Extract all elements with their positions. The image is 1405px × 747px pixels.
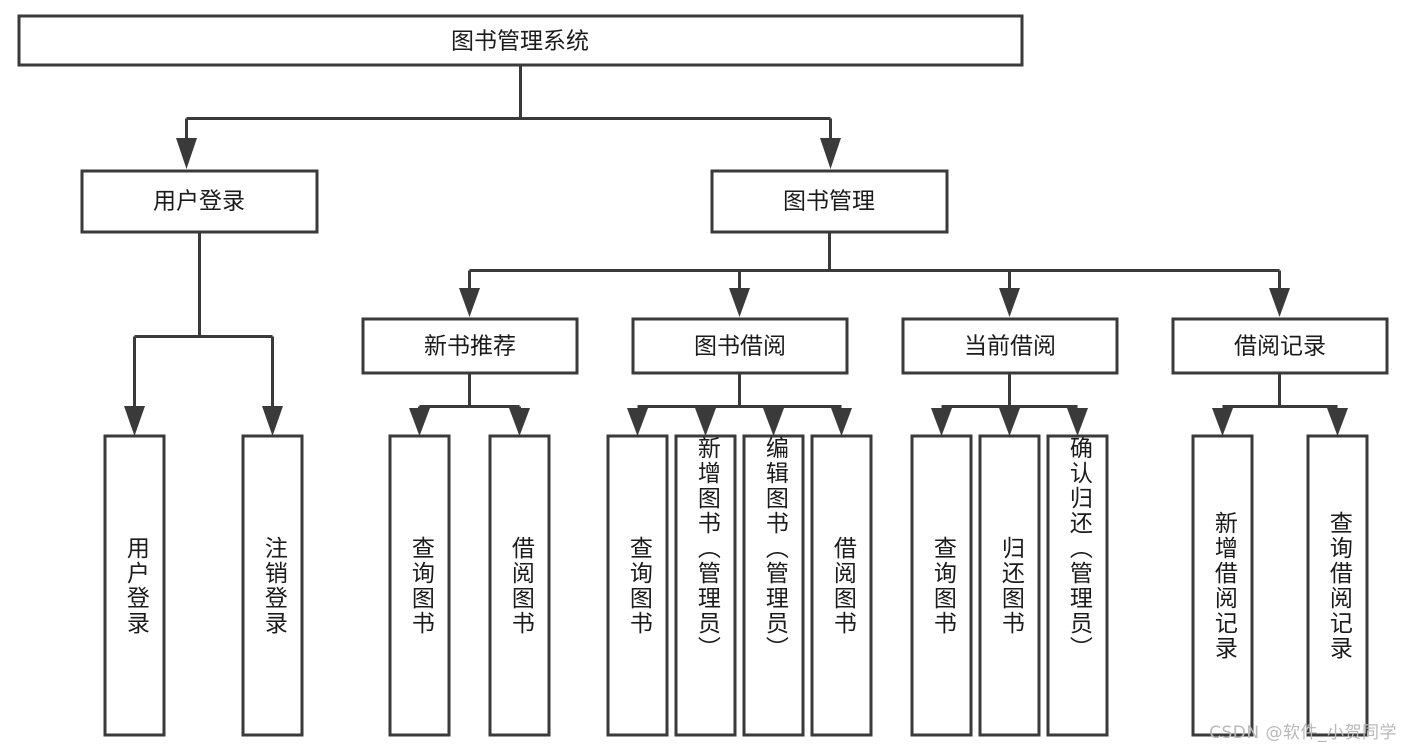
leaf-box-borrow-lend[interactable] xyxy=(810,434,873,737)
node-book-management[interactable]: 图书管理 xyxy=(710,169,949,234)
node-borrow-record-box[interactable] xyxy=(1171,317,1389,375)
arrow-head-leaf-borrow-query xyxy=(627,408,648,436)
arrow-head-leaf-borrow-edit xyxy=(763,408,784,436)
arrow-head-leaf-user-logout xyxy=(262,406,283,436)
arrow-head-leaf-current-query xyxy=(931,408,952,436)
leaf-box-borrow-edit[interactable] xyxy=(742,434,805,737)
connector-group-book-management-to-level3 xyxy=(459,232,1290,317)
node-user-login-label: 用户登录 xyxy=(153,189,245,215)
arrow-head-user-login xyxy=(176,138,197,169)
node-new-book-recommend-label: 新书推荐 xyxy=(424,334,516,360)
arrow-head-book-management xyxy=(820,138,841,169)
connector-group-user-login-to-leaves xyxy=(124,232,283,436)
connector-group-current-borrow-to-leaves xyxy=(931,373,1088,436)
leaf-box-recommend-borrow[interactable] xyxy=(488,434,551,737)
node-current-borrow[interactable]: 当前借阅 xyxy=(901,317,1119,375)
arrow-head-borrow-record xyxy=(1269,288,1290,317)
leaf-box-record-add[interactable] xyxy=(1191,434,1254,737)
leaf-box-current-query[interactable] xyxy=(910,434,973,737)
node-current-borrow-box[interactable] xyxy=(901,317,1119,375)
leaf-box-user-login[interactable] xyxy=(103,434,166,737)
node-book-management-label: 图书管理 xyxy=(783,189,875,215)
connector-group-new-book-to-leaves xyxy=(409,373,530,436)
leaf-box-recommend-query[interactable] xyxy=(388,434,451,737)
node-user-login[interactable]: 用户登录 xyxy=(80,169,319,234)
node-book-borrow-label: 图书借阅 xyxy=(694,334,786,360)
arrow-head-book-borrow xyxy=(729,288,750,317)
node-borrow-record-label: 借阅记录 xyxy=(1234,334,1326,360)
node-new-book-recommend-box[interactable] xyxy=(361,317,579,375)
node-book-management-box[interactable] xyxy=(710,169,949,234)
node-new-book-recommend[interactable]: 新书推荐 xyxy=(361,317,579,375)
leaf-box-borrow-query[interactable] xyxy=(606,434,669,737)
arrow-head-leaf-current-confirm xyxy=(1067,408,1088,436)
node-root-label: 图书管理系统 xyxy=(451,29,589,55)
leaf-box-current-return[interactable] xyxy=(978,434,1041,737)
node-book-borrow-box[interactable] xyxy=(631,317,849,375)
node-current-borrow-label: 当前借阅 xyxy=(964,334,1056,360)
arrow-head-leaf-recommend-borrow xyxy=(509,408,530,436)
arrow-head-leaf-user-login xyxy=(124,406,145,436)
connector-group-borrow-record-to-leaves xyxy=(1212,373,1348,436)
csdn-watermark: CSDN @软件_小贺同学 xyxy=(1209,723,1397,743)
arrow-head-current-borrow xyxy=(999,288,1020,317)
node-user-login-box[interactable] xyxy=(80,169,319,234)
arrow-head-leaf-current-return xyxy=(999,408,1020,436)
leaf-box-current-confirm[interactable] xyxy=(1046,434,1109,737)
connector-group-book-borrow-to-leaves xyxy=(627,373,852,436)
connector-group-root-to-level2 xyxy=(176,65,841,169)
arrow-head-leaf-record-add xyxy=(1212,408,1233,436)
node-book-borrow[interactable]: 图书借阅 xyxy=(631,317,849,375)
arrow-head-leaf-borrow-add xyxy=(695,408,716,436)
arrow-head-leaf-record-query xyxy=(1327,408,1348,436)
node-root-box[interactable] xyxy=(17,14,1024,67)
node-borrow-record[interactable]: 借阅记录 xyxy=(1171,317,1389,375)
arrow-head-new-book-recommend xyxy=(459,288,480,317)
arrow-head-leaf-borrow-lend xyxy=(831,408,852,436)
leaf-box-borrow-add[interactable] xyxy=(674,434,737,737)
node-root[interactable]: 图书管理系统 xyxy=(17,14,1024,67)
leaf-box-record-query[interactable] xyxy=(1306,434,1369,737)
leaf-box-user-logout[interactable] xyxy=(241,434,304,737)
arrow-head-leaf-recommend-query xyxy=(409,408,430,436)
